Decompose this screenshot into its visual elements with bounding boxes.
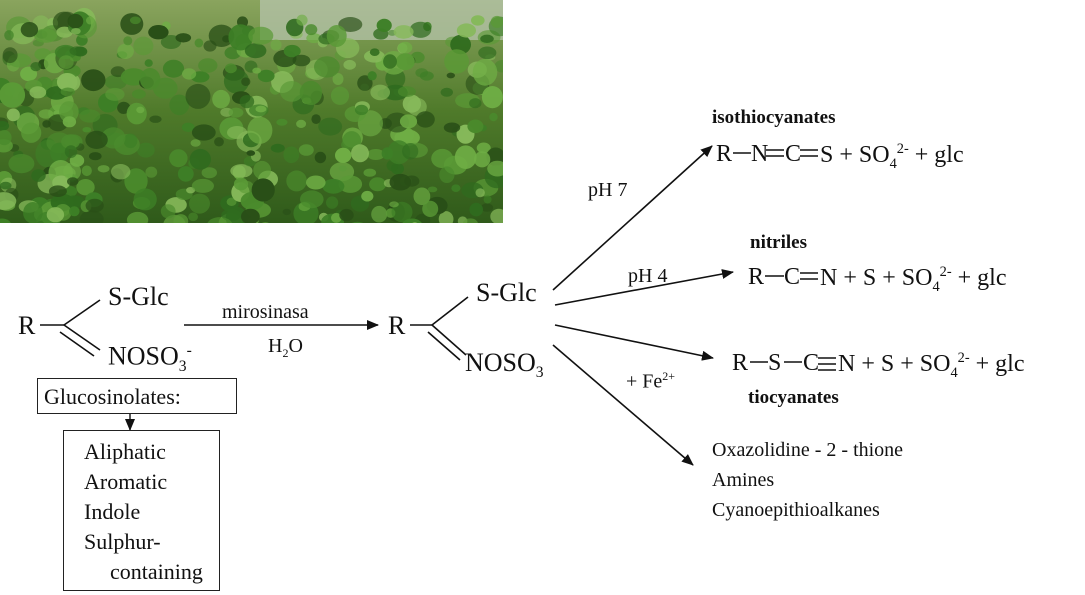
- enzyme-water: H2O: [268, 335, 303, 360]
- thio-products: N + S + SO42- + glc: [838, 350, 1025, 381]
- thio-c: C: [803, 350, 820, 376]
- type-sulphur: Sulphur-: [84, 529, 161, 554]
- mid-r: R: [388, 311, 406, 340]
- condition-ph7: pH 7: [588, 179, 628, 201]
- mid-s-glc: S-Glc: [476, 278, 537, 307]
- bond-mid-n-2: [427, 331, 461, 361]
- arrow-ph4: [554, 269, 734, 306]
- glucosinolate-types-box: [63, 430, 220, 591]
- left-noso3: NOSO3-: [108, 341, 192, 375]
- type-aliphatic: Aliphatic: [84, 439, 166, 464]
- iso-r: R: [716, 141, 733, 167]
- thiocyanates-title: tiocyanates: [748, 387, 839, 408]
- arrow-ph7: [552, 145, 713, 291]
- condition-ph4: pH 4: [628, 265, 668, 287]
- other-amines: Amines: [712, 469, 775, 491]
- mid-noso3: NOSO3: [465, 348, 544, 382]
- glucosinolates-label: Glucosinolates:: [44, 384, 181, 409]
- iso-c: C: [785, 141, 802, 167]
- nitrile-r: R: [748, 264, 765, 290]
- iso-products: S + SO42- + glc: [820, 141, 964, 172]
- other-oxazolidine: Oxazolidine - 2 - thione: [712, 439, 904, 461]
- type-aromatic: Aromatic: [84, 469, 168, 494]
- thio-s: S: [768, 350, 782, 376]
- condition-fe: + Fe2+: [626, 369, 676, 393]
- bond-left-n-1: [63, 324, 101, 351]
- glucosinolates-box: [37, 378, 237, 414]
- bond-left-n-2: [59, 331, 95, 357]
- bond-mid-s: [431, 296, 469, 326]
- left-s-glc: S-Glc: [108, 282, 169, 311]
- isothiocyanates-title: isothiocyanates: [712, 107, 836, 128]
- thio-r: R: [732, 350, 749, 376]
- enzyme-name: mirosinasa: [222, 301, 309, 323]
- bond-mid-n-1: [431, 324, 467, 356]
- type-indole: Indole: [84, 499, 141, 524]
- arrow-fe: [554, 324, 714, 361]
- nitrile-c: C: [784, 264, 801, 290]
- arrow-other: [552, 344, 694, 466]
- nitrile-products: N + S + SO42- + glc: [820, 264, 1007, 295]
- plant-photo: [0, 0, 503, 223]
- iso-n: N: [751, 141, 769, 167]
- bond-left-s: [63, 299, 101, 326]
- nitriles-title: nitriles: [750, 232, 807, 253]
- left-r: R: [18, 311, 36, 340]
- type-containing: containing: [110, 559, 203, 584]
- other-cyanoepithioalkanes: Cyanoepithioalkanes: [712, 499, 880, 521]
